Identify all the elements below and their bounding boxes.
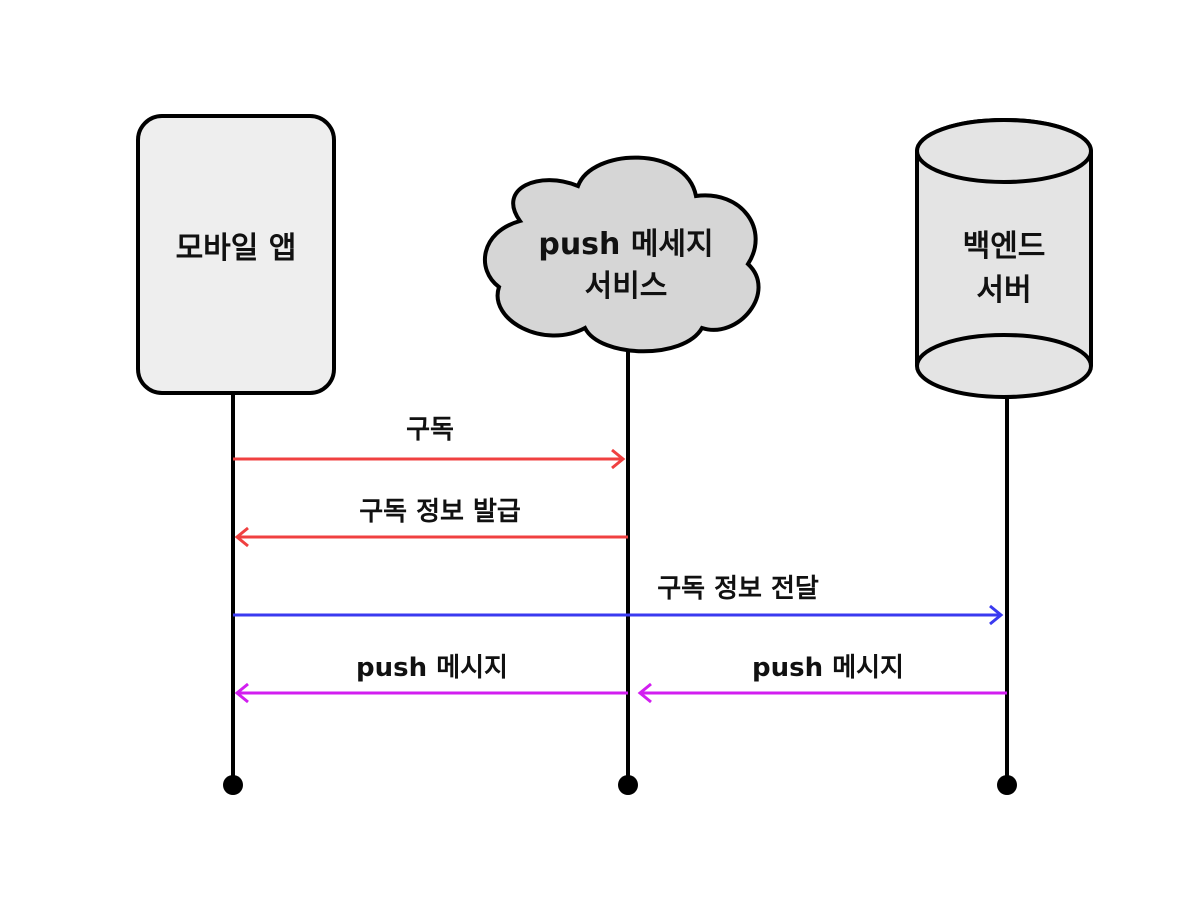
arrowhead-left-icon — [234, 526, 249, 548]
arrowhead-left-icon — [234, 682, 249, 704]
cylinder-bottom-rim — [915, 333, 1093, 367]
arrowhead-right-icon — [989, 604, 1004, 626]
backend-label-line2: 서버 — [976, 273, 1031, 308]
lifeline-end-dot-backend — [997, 775, 1017, 795]
arrowhead-left-icon — [637, 682, 652, 704]
message-label: push 메시지 — [752, 653, 904, 683]
push-service-node: push 메세지 서비스 — [483, 155, 761, 354]
cloud-shape — [483, 155, 761, 354]
arrowhead-right-icon — [611, 448, 626, 470]
mobile-app-label: 모바일 앱 — [176, 231, 297, 266]
message-push-to-app: push 메시지 — [234, 653, 628, 704]
message-label: 구독 정보 발급 — [359, 497, 521, 527]
cylinder-top — [915, 118, 1093, 184]
lifeline-end-dot-mobile-app — [223, 775, 243, 795]
message-subscription-forward: 구독 정보 전달 — [233, 574, 1004, 626]
message-subscribe: 구독 — [233, 415, 626, 470]
message-label: 구독 정보 전달 — [657, 574, 819, 604]
message-label: push 메시지 — [356, 653, 508, 683]
message-subscription-issued: 구독 정보 발급 — [234, 497, 628, 548]
lifeline-end-dot-push-service — [618, 775, 638, 795]
backend-server-node: 백엔드 서버 — [915, 118, 1093, 399]
message-label: 구독 — [406, 415, 454, 445]
message-push-to-service: push 메시지 — [637, 653, 1007, 704]
mobile-app-node: 모바일 앱 — [136, 114, 336, 395]
backend-label-line1: 백엔드 — [963, 229, 1046, 264]
push-service-label-line2: 서비스 — [585, 269, 668, 304]
push-service-label-line1: push 메세지 — [538, 227, 713, 262]
